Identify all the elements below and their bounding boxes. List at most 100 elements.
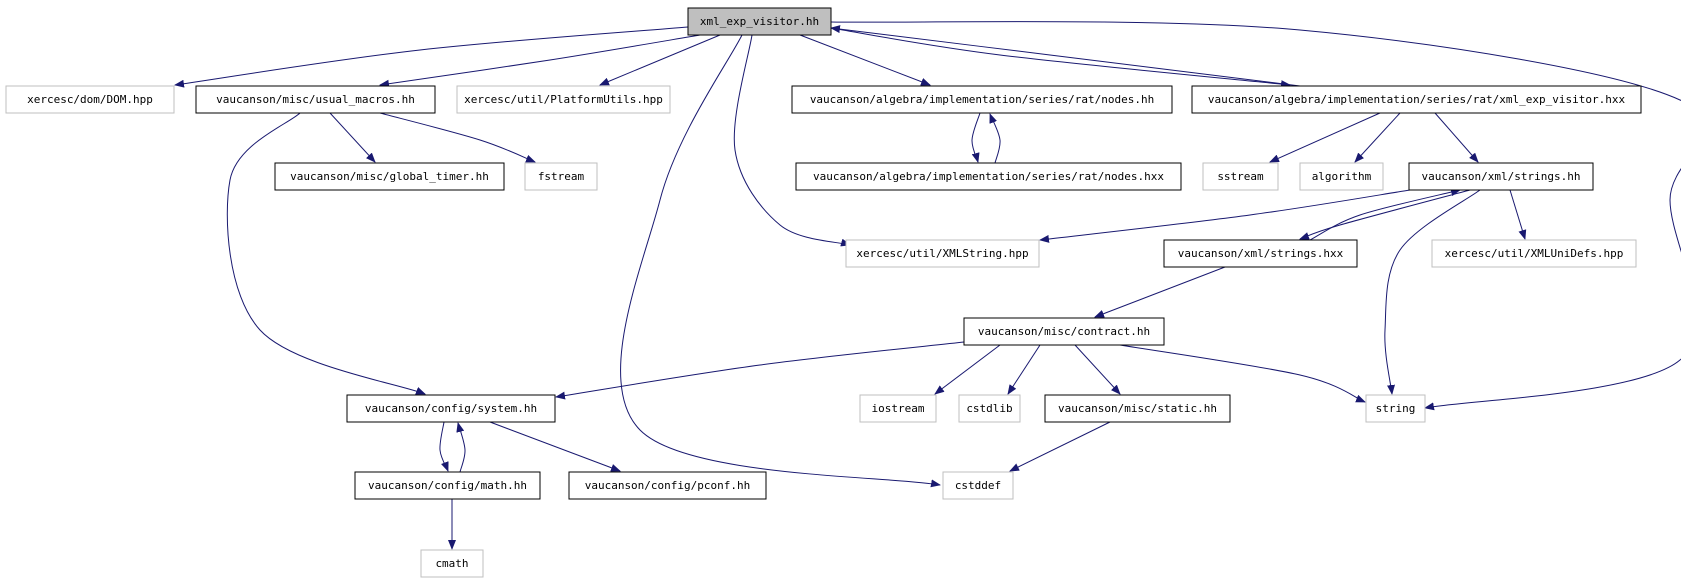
edge-contract-to-iostream <box>934 344 1001 395</box>
edge-xml_exp_visitor_hxx-to-strings_hh <box>1434 112 1479 163</box>
edge-xml_exp_visitor_hxx-to-root <box>830 25 1301 87</box>
node-xmlunidefs: xercesc/util/XMLUniDefs.hpp <box>1431 239 1637 268</box>
node-box-xmlunidefs <box>1431 239 1637 268</box>
node-label-xmlunidefs: xercesc/util/XMLUniDefs.hpp <box>1445 247 1624 260</box>
node-label-strings_hxx: vaucanson/xml/strings.hxx <box>1178 247 1344 260</box>
node-fstream: fstream <box>524 162 598 191</box>
node-label-root: xml_exp_visitor.hh <box>700 15 819 28</box>
node-label-static: vaucanson/misc/static.hh <box>1058 402 1217 415</box>
edge-root-to-cstddef <box>620 34 941 488</box>
node-pconf[interactable]: vaucanson/config/pconf.hh <box>568 471 767 500</box>
node-string: string <box>1365 394 1426 423</box>
edge-strings_hh-to-strings_hxx <box>1299 189 1471 240</box>
node-nodes_hxx[interactable]: vaucanson/algebra/implementation/series/… <box>795 162 1182 191</box>
node-box-platformutils <box>456 85 671 114</box>
node-box-sstream <box>1202 162 1279 191</box>
node-label-strings_hh: vaucanson/xml/strings.hh <box>1422 170 1581 183</box>
node-box-cstdlib <box>958 394 1021 423</box>
edge-contract-to-string <box>1119 344 1366 403</box>
edge-nodes_hxx-to-nodes_hh <box>989 113 1001 164</box>
node-usual_macros[interactable]: vaucanson/misc/usual_macros.hh <box>195 85 436 114</box>
node-label-platformutils: xercesc/util/PlatformUtils.hpp <box>464 93 663 106</box>
edge-root-to-platformutils <box>599 34 721 86</box>
node-label-pconf: vaucanson/config/pconf.hh <box>585 479 751 492</box>
node-strings_hxx[interactable]: vaucanson/xml/strings.hxx <box>1163 239 1358 268</box>
edge-strings_hh-to-xmlunidefs <box>1509 189 1527 240</box>
edge-nodes_hh-to-nodes_hxx <box>971 112 981 163</box>
node-box-static <box>1044 394 1231 423</box>
node-dom: xercesc/dom/DOM.hpp <box>5 85 175 114</box>
node-contract[interactable]: vaucanson/misc/contract.hh <box>963 317 1165 346</box>
edge-usual_macros-to-fstream <box>379 112 536 163</box>
node-xmlstring: xercesc/util/XMLString.hpp <box>845 239 1040 268</box>
node-sstream: sstream <box>1202 162 1279 191</box>
node-box-system <box>346 394 556 423</box>
node-label-iostream: iostream <box>872 402 925 415</box>
node-label-string: string <box>1376 402 1416 415</box>
edge-usual_macros-to-system <box>226 112 426 395</box>
node-iostream: iostream <box>859 394 937 423</box>
edge-contract-to-static <box>1074 344 1121 395</box>
node-label-nodes_hxx: vaucanson/algebra/implementation/series/… <box>813 170 1164 183</box>
edge-contract-to-cstdlib <box>1007 344 1041 395</box>
node-label-fstream: fstream <box>538 170 585 183</box>
node-box-strings_hxx <box>1163 239 1358 268</box>
edge-root-to-dom <box>174 26 689 88</box>
node-platformutils: xercesc/util/PlatformUtils.hpp <box>456 85 671 114</box>
node-box-algorithm <box>1299 162 1384 191</box>
edge-root-to-xmlstring <box>733 34 851 247</box>
node-system[interactable]: vaucanson/config/system.hh <box>346 394 556 423</box>
node-box-nodes_hxx <box>795 162 1182 191</box>
node-root: xml_exp_visitor.hh <box>687 7 832 36</box>
node-box-xml_exp_visitor_hxx <box>1191 85 1642 114</box>
node-cstdlib: cstdlib <box>958 394 1021 423</box>
edge-root-to-nodes_hh <box>799 34 931 86</box>
edge-system-to-pconf <box>489 421 621 472</box>
node-box-strings_hh <box>1408 162 1594 191</box>
edge-strings_hxx-to-strings_hh <box>1309 188 1461 241</box>
node-label-cmath: cmath <box>435 557 468 570</box>
edge-system-to-math <box>439 421 449 472</box>
node-label-algorithm: algorithm <box>1312 170 1372 183</box>
edge-strings_hh-to-xmlstring <box>1039 189 1411 243</box>
edge-root-to-xml_exp_visitor_hxx <box>830 27 1291 89</box>
node-box-nodes_hh <box>791 85 1173 114</box>
node-label-dom: xercesc/dom/DOM.hpp <box>27 93 153 106</box>
edge-root-to-usual_macros <box>379 34 701 88</box>
node-xml_exp_visitor_hxx[interactable]: vaucanson/algebra/implementation/series/… <box>1191 85 1642 114</box>
node-static[interactable]: vaucanson/misc/static.hh <box>1044 394 1231 423</box>
node-label-xmlstring: xercesc/util/XMLString.hpp <box>856 247 1028 260</box>
edge-usual_macros-to-global_timer <box>329 112 376 163</box>
node-math[interactable]: vaucanson/config/math.hh <box>354 471 541 500</box>
node-box-root <box>687 7 832 36</box>
node-global_timer[interactable]: vaucanson/misc/global_timer.hh <box>274 162 505 191</box>
node-strings_hh[interactable]: vaucanson/xml/strings.hh <box>1408 162 1594 191</box>
node-nodes_hh[interactable]: vaucanson/algebra/implementation/series/… <box>791 85 1173 114</box>
edge-strings_hh-to-string <box>1384 189 1481 395</box>
edge-root-to-string <box>830 21 1681 411</box>
edge-contract-to-system <box>555 341 965 400</box>
node-box-cmath <box>420 549 484 578</box>
edge-layer <box>174 21 1681 550</box>
node-label-contract: vaucanson/misc/contract.hh <box>978 325 1150 338</box>
node-label-sstream: sstream <box>1217 170 1264 183</box>
node-label-global_timer: vaucanson/misc/global_timer.hh <box>290 170 489 183</box>
node-algorithm: algorithm <box>1299 162 1384 191</box>
node-layer: xml_exp_visitor.hh xercesc/dom/DOM.hpp vau… <box>5 7 1642 578</box>
node-box-pconf <box>568 471 767 500</box>
node-box-fstream <box>524 162 598 191</box>
node-label-system: vaucanson/config/system.hh <box>365 402 537 415</box>
edge-strings_hxx-to-contract <box>1094 266 1226 318</box>
node-cstddef: cstddef <box>942 471 1014 500</box>
node-box-contract <box>963 317 1165 346</box>
node-label-usual_macros: vaucanson/misc/usual_macros.hh <box>216 93 415 106</box>
edge-static-to-cstddef <box>1009 421 1111 472</box>
edge-xml_exp_visitor_hxx-to-sstream <box>1269 112 1381 163</box>
node-box-global_timer <box>274 162 505 191</box>
node-label-cstdlib: cstdlib <box>966 402 1012 415</box>
node-label-math: vaucanson/config/math.hh <box>368 479 527 492</box>
node-box-xmlstring <box>845 239 1040 268</box>
node-box-usual_macros <box>195 85 436 114</box>
node-box-dom <box>5 85 175 114</box>
